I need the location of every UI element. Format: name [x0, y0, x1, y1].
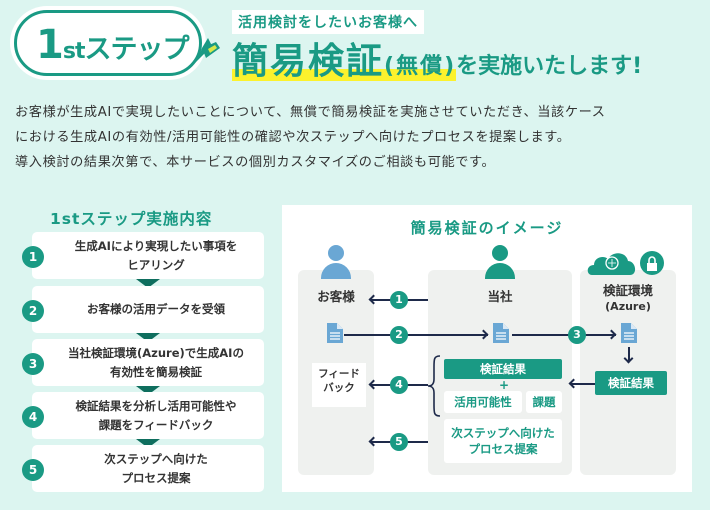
step-number: 3: [22, 353, 44, 375]
usability-box: 活用可能性: [444, 391, 522, 413]
step-number: 5: [22, 459, 44, 481]
intro-text: お客様が生成AIで実現したいことについて、無償で簡易検証を実施させていただき、当…: [15, 100, 705, 175]
flow-number: 4: [390, 376, 408, 394]
step-card: 次ステップへ向けたプロセス提案: [32, 445, 264, 492]
step-item: お客様の活用データを受領 2: [0, 286, 270, 334]
step-item: 当社検証環境(Azure)で生成AIの有効性を簡易検証 3: [0, 339, 270, 387]
title-rest: を実施いたします!: [456, 54, 643, 79]
step-arrow-icon: [136, 333, 160, 342]
proposal-box: 次ステップへ向けたプロセス提案: [444, 419, 562, 463]
intro-line: 導入検討の結果次第で、本サービスの個別カスタマイズのご相談も可能です。: [15, 155, 496, 170]
step-arrow-icon: [136, 279, 160, 288]
flow-number: 1: [390, 291, 408, 309]
step-badge: 1stステップ: [14, 10, 226, 78]
intro-line: における生成AIの有効性/活用可能性の確認や次ステップへ向けたプロセスを提案しま…: [15, 130, 571, 145]
document-icon: [493, 323, 509, 343]
badge-outline: [14, 10, 202, 76]
intro-line: お客様が生成AIで実現したいことについて、無償で簡易検証を実施させていただき、当…: [15, 105, 606, 120]
badge-number: 1: [36, 22, 64, 68]
diagram-panel: 簡易検証のイメージ お客様 当社 検証環境 (Azure): [282, 205, 692, 492]
step-item: 検証結果を分析し活用可能性や課題をフィードバック 4: [0, 392, 270, 440]
document-icon: [621, 323, 637, 343]
environment-result-box: 検証結果: [595, 371, 667, 395]
flow-arrow-2: [344, 334, 488, 336]
subtitle: 活用検討をしたいお客様へ: [232, 10, 424, 34]
flow-number: 5: [390, 433, 408, 451]
ai-cloud-icon: [587, 251, 664, 275]
step-arrow-icon: [136, 386, 160, 395]
beginner-leaf-icon: [194, 38, 220, 64]
issues-box: 課題: [526, 391, 562, 413]
step-number: 2: [22, 300, 44, 322]
title-highlight: 簡易検証(無償): [232, 32, 457, 84]
flow-number: 3: [568, 326, 586, 344]
company-person-icon: [485, 245, 515, 281]
badge-label: 1stステップ: [36, 22, 189, 68]
badge-suffix: st: [62, 39, 86, 64]
diagram-title: 簡易検証のイメージ: [410, 219, 564, 237]
step-card: お客様の活用データを受領: [32, 286, 264, 333]
step-item: 生成AIにより実現したい事項をヒアリング 1: [0, 232, 270, 280]
step-item: 次ステップへ向けたプロセス提案 5: [0, 445, 270, 493]
arrow-down-line: [628, 347, 630, 361]
brace-icon: [428, 355, 441, 417]
step-card: 生成AIにより実現したい事項をヒアリング: [32, 232, 264, 279]
step-number: 4: [22, 406, 44, 428]
flow-arrow-3: [512, 334, 616, 336]
plus-sign: +: [499, 378, 510, 392]
step-card: 当社検証環境(Azure)で生成AIの有効性を簡易検証: [32, 339, 264, 386]
badge-word: ステップ: [84, 34, 189, 65]
result-box: 検証結果: [444, 359, 562, 379]
environment-label: 検証環境 (Azure): [602, 283, 653, 313]
step-number: 1: [22, 246, 44, 268]
result-arrow: [570, 383, 595, 385]
step-card: 検証結果を分析し活用可能性や課題をフィードバック: [32, 392, 264, 439]
company-label: 当社: [487, 289, 513, 304]
feedback-box: フィードバック: [312, 363, 366, 407]
steps-title: 1stステップ実施内容: [50, 210, 213, 228]
step-arrow-icon: [136, 439, 160, 448]
customer-label: お客様: [317, 289, 355, 304]
flow-number: 2: [390, 326, 408, 344]
document-icon: [327, 323, 343, 343]
page-title: 簡易検証(無償)を実施いたします!: [232, 32, 642, 84]
customer-person-icon: [321, 245, 351, 281]
